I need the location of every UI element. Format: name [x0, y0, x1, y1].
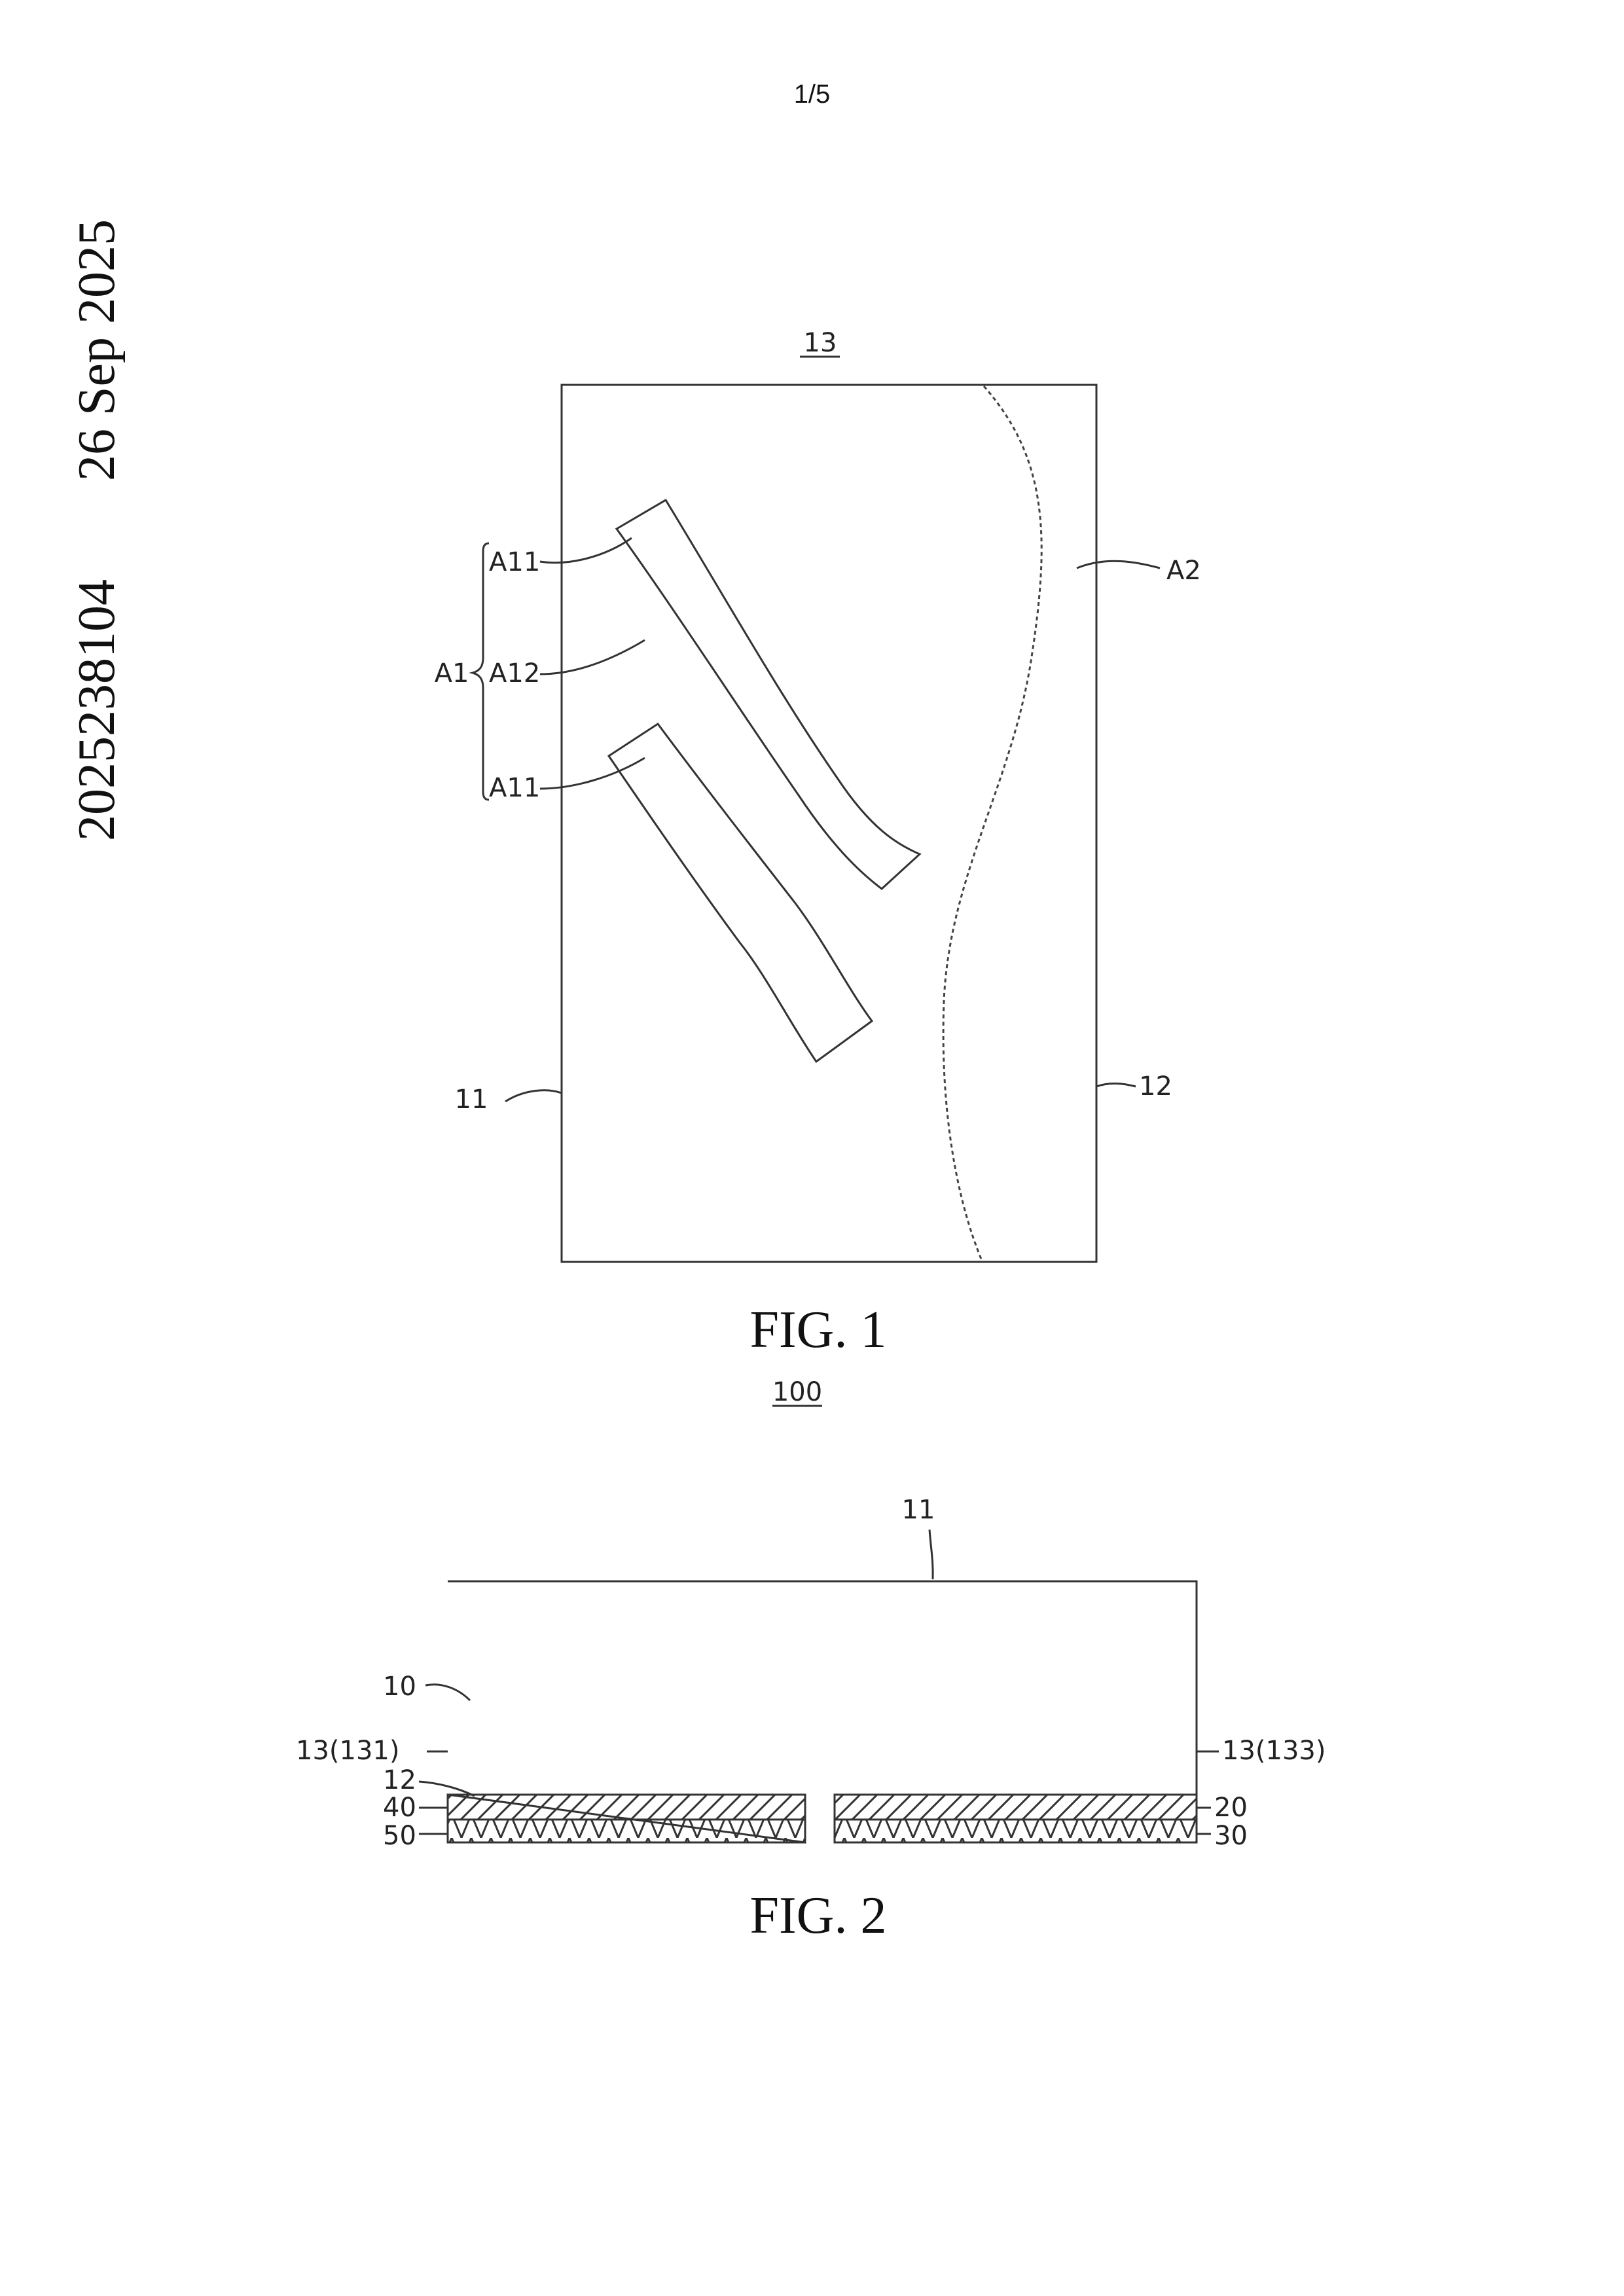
fig1-panel-outline — [562, 385, 1096, 1262]
fig2-label-30: 30 — [1214, 1821, 1248, 1851]
fig2-label-11: 11 — [902, 1495, 935, 1525]
fig1-leader-12 — [1096, 1083, 1136, 1086]
fig2-leader-11 — [929, 1530, 933, 1579]
fig1-leader-11 — [505, 1090, 562, 1102]
fig1-label-a1: A1 — [435, 658, 469, 689]
fig2-label-12: 12 — [383, 1765, 416, 1795]
fig1: 13 A1 A11 A12 A11 A2 11 12 FIG. 1 — [435, 328, 1201, 1359]
fig2-label-13-133: 13(133) — [1222, 1736, 1326, 1766]
fig1-strip-upper — [617, 500, 920, 889]
fig1-label-a11-bottom: A11 — [489, 773, 540, 803]
fig1-brace-a1 — [473, 543, 489, 800]
fig1-label-11: 11 — [455, 1085, 488, 1115]
fig1-leader-a12 — [540, 640, 645, 674]
fig2-layer-50 — [448, 1820, 805, 1842]
fig2-leader-10 — [425, 1685, 470, 1700]
fig2-label-10: 10 — [383, 1672, 416, 1702]
fig1-label-a11-top: A11 — [489, 547, 540, 577]
fig1-region-a2-boundary — [943, 386, 1041, 1261]
fig2-label-100: 100 — [772, 1377, 822, 1407]
fig2-label-13-131: 13(131) — [296, 1736, 399, 1766]
fig2-label-40: 40 — [383, 1793, 416, 1823]
fig2-label-20: 20 — [1214, 1793, 1248, 1823]
fig2-layer-20 — [835, 1795, 1197, 1820]
fig1-label-a2: A2 — [1166, 556, 1201, 586]
fig2-layer-30 — [835, 1820, 1197, 1842]
fig2-label-50: 50 — [383, 1821, 416, 1851]
fig1-leader-a2 — [1077, 561, 1160, 568]
fig1-leader-a11-top — [540, 538, 632, 563]
fig2: 100 11 10 13(131) 13(133) 12 40 50 20 30… — [296, 1377, 1326, 1945]
fig2-layer-40 — [448, 1795, 805, 1820]
fig1-label-12: 12 — [1139, 1071, 1172, 1102]
fig1-label-13: 13 — [804, 328, 837, 358]
fig1-label-a12: A12 — [489, 658, 540, 689]
fig1-caption: FIG. 1 — [750, 1301, 887, 1359]
fig1-strip-lower — [609, 724, 872, 1062]
fig2-caption: FIG. 2 — [750, 1887, 887, 1945]
